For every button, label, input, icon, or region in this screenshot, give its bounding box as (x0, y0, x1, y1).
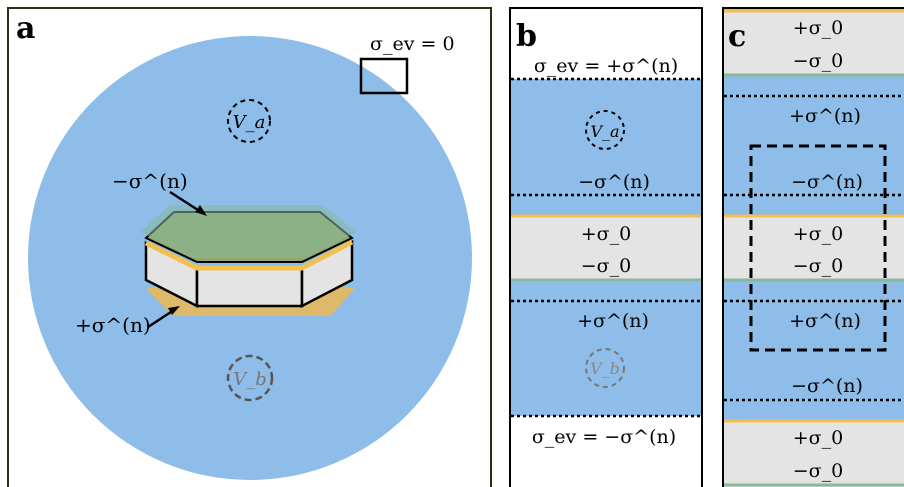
c-label-6: −σ_0 (793, 255, 843, 277)
water-region-upper (511, 79, 701, 216)
sphere-corner-cutout (361, 59, 407, 93)
boundary-box (359, 57, 409, 95)
negative-charge-arrow (169, 190, 202, 214)
panel-c: c +σ_0 −σ_0 +σ^(n) −σ^(n) +σ_0 −σ_0 +σ^(… (722, 7, 904, 487)
c-label-2: −σ_0 (793, 50, 843, 72)
positive-charge-arrow (147, 308, 175, 329)
sigma-ev-zero-label: σ_ev = 0 (370, 33, 455, 55)
slab-region-middle (724, 216, 904, 280)
c-label-5: +σ_0 (793, 223, 843, 245)
c-label-7: +σ^(n) (789, 310, 861, 332)
volume-b-circle (585, 348, 625, 388)
c-label-9: +σ_0 (793, 427, 843, 449)
volume-a-label: V_a (590, 122, 619, 141)
c-label-3: +σ^(n) (789, 105, 861, 127)
panel-a: a σ_ev = 0 V_a −σ^(n) +σ^(n) (7, 7, 492, 487)
panel-b-letter: b (516, 19, 537, 54)
c-label-4: −σ^(n) (791, 171, 863, 193)
top-orange-edge (144, 239, 354, 271)
water-region-lower (511, 281, 701, 416)
volume-a-circle (585, 110, 625, 150)
c-label-10: −σ_0 (793, 460, 843, 482)
top-sigma-ev-label: σ_ev = +σ^(n) (534, 55, 678, 77)
plus-sigma0-label: +σ_0 (581, 223, 631, 245)
volume-a-circle (227, 99, 271, 143)
volume-b-label: V_b (590, 359, 620, 378)
negative-charge-label: −σ^(n) (112, 169, 188, 193)
c-label-1: +σ_0 (793, 17, 843, 39)
panel-b: b σ_ev = +σ^(n) V_a −σ^(n) +σ_0 −σ_0 +σ^… (509, 7, 703, 487)
volume-b-label: V_b (233, 369, 267, 390)
slab-region-top (724, 11, 904, 75)
c-label-8: −σ^(n) (791, 375, 863, 397)
bottom-sigma-ev-label: σ_ev = −σ^(n) (532, 426, 676, 448)
slab-region-bottom (724, 421, 904, 487)
slab-region (511, 216, 701, 280)
volume-a-label: V_a (233, 112, 266, 133)
neg-sigma-n-label: −σ^(n) (578, 171, 650, 193)
panel-a-letter: a (16, 11, 35, 46)
negative-arrow-head (195, 205, 207, 216)
positive-charge-label: +σ^(n) (75, 313, 151, 337)
volume-b-circle (226, 354, 274, 402)
panel-c-frame (722, 7, 904, 487)
plus-sigma-n-label: +σ^(n) (577, 310, 649, 332)
hexagonal-particle (140, 205, 357, 316)
minus-sigma0-label: −σ_0 (581, 255, 631, 277)
top-charge-layer (140, 205, 357, 258)
particle-front-face (195, 266, 304, 308)
dashed-unit-cell-box (749, 144, 887, 352)
panel-c-letter: c (728, 19, 746, 54)
positive-arrow-head (168, 306, 180, 315)
